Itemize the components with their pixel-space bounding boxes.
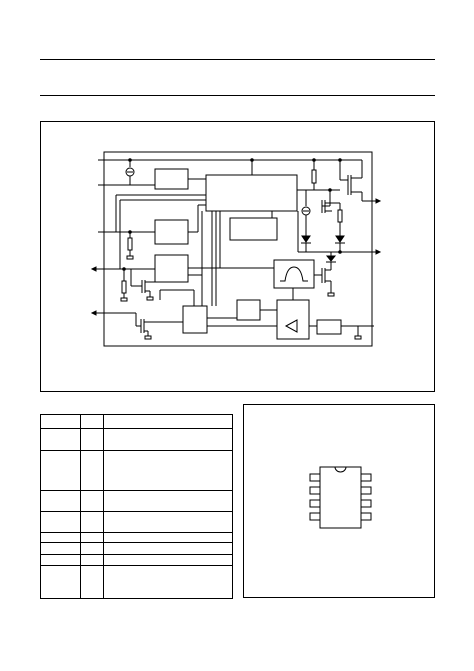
package-pin-right [360,473,372,482]
package-pin-left [309,512,321,521]
package-pin-right [360,486,372,495]
package-pin-left [309,486,321,495]
table-cell-description [103,565,233,599]
ic-outline [103,151,373,347]
pin1-notch [334,466,347,473]
table-row [40,511,233,533]
block-diagram-frame [40,121,435,392]
table-row [40,428,233,451]
table-row [40,490,233,512]
package-pin-left [309,473,321,482]
block-bottom-right [316,319,342,335]
table-row [40,414,233,429]
block-mid [229,217,278,241]
package-pin-right [360,512,372,521]
header-rule-top [40,59,435,60]
pulse-shape [280,266,308,282]
package-body [319,466,362,529]
table-cell-pin [80,565,104,599]
pinning-frame [243,404,435,598]
pin-description-table [40,414,233,599]
amplifier-triangle [284,319,298,333]
table-row [40,565,233,599]
block-bottom-left [182,305,208,334]
header-rule-bottom [40,95,435,96]
block-pulse-filter [273,259,315,289]
package-pin-right [360,499,372,508]
package-pin-left [309,499,321,508]
